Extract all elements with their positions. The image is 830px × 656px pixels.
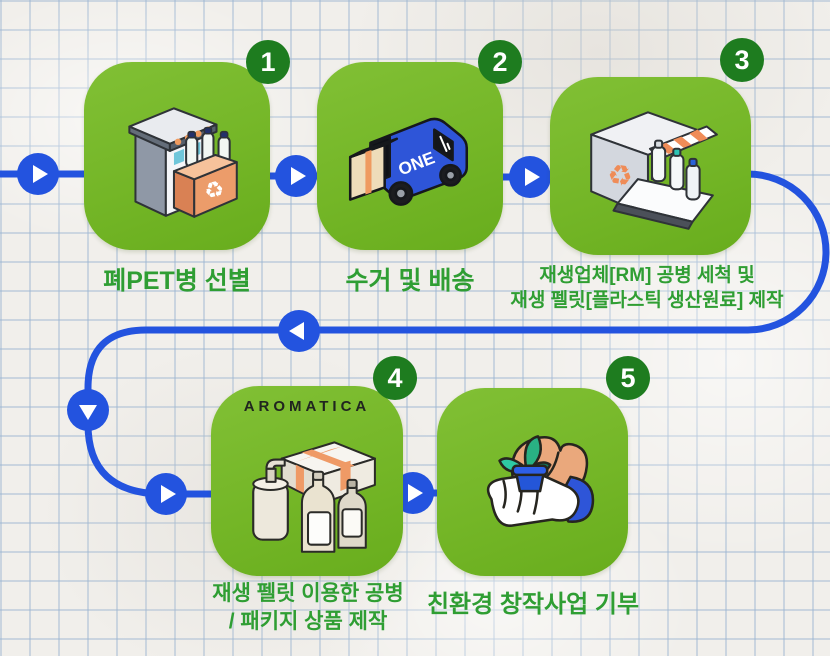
flow-line-step3-step4-curve bbox=[84, 170, 830, 498]
step-number: 3 bbox=[734, 44, 750, 75]
brand-name: AROMATICA bbox=[243, 398, 371, 415]
flow-arrow-right-icon bbox=[275, 155, 317, 197]
hands-holding-plant-icon bbox=[486, 435, 594, 527]
flow-arrow-down-icon bbox=[67, 389, 109, 431]
step-label-line: 수거 및 배송 bbox=[345, 267, 475, 295]
step-number-badge: 1 bbox=[246, 40, 290, 84]
bottle-washing-machine-icon: ♻ bbox=[589, 111, 718, 230]
flow-arrow-right-icon bbox=[145, 473, 187, 515]
step-label-line: / 패키지 상품 제작 bbox=[228, 610, 388, 633]
step-label-2: 수거 및 배송 bbox=[300, 261, 520, 297]
step-number: 4 bbox=[387, 362, 403, 393]
step-number: 1 bbox=[260, 46, 276, 77]
step-label-4: 재생 펠릿 이용한 공병 / 패키지 상품 제작 bbox=[188, 580, 428, 636]
step-label-5: 친환경 창작사업 기부 bbox=[408, 584, 658, 619]
delivery-van-icon: ONE bbox=[348, 117, 469, 206]
step-label-line: 재생업체[RM] 공병 세척 및 bbox=[539, 265, 755, 286]
step-number-badge: 2 bbox=[478, 40, 522, 84]
step-number-badge: 4 bbox=[373, 356, 417, 400]
flow-arrow-right-icon bbox=[509, 156, 551, 198]
building-with-recycle-bin-icon: ♻ bbox=[128, 107, 238, 218]
step-number: 2 bbox=[492, 46, 508, 77]
step-number-badge: 5 bbox=[606, 356, 650, 400]
step-label-line: 재생 펠릿[플라스틱 생산원료] 제작 bbox=[510, 290, 784, 311]
cosmetic-bottles-package-icon bbox=[252, 441, 376, 554]
step-card-4: AROMATICA bbox=[211, 356, 417, 576]
step-card-5: 5 bbox=[437, 356, 650, 576]
flow-arrow-left-icon bbox=[278, 310, 320, 352]
step-label-line: 재생 펠릿 이용한 공병 bbox=[212, 582, 404, 605]
step-number: 5 bbox=[620, 362, 636, 393]
step-number-badge: 3 bbox=[720, 38, 764, 82]
step-label-1: 폐PET병 선별 bbox=[57, 261, 297, 297]
flow-arrow-right-icon bbox=[17, 153, 59, 195]
step-label-3: 재생업체[RM] 공병 세척 및 재생 펠릿[플라스틱 생산원료] 제작 bbox=[488, 263, 806, 313]
step-label-line: 친환경 창작사업 기부 bbox=[426, 591, 640, 618]
step-card-3: ♻ 3 bbox=[550, 38, 764, 255]
step-label-line: 폐PET병 선별 bbox=[103, 267, 251, 295]
step-card-1: ♻ 1 bbox=[84, 40, 290, 250]
step-card-2: ONE 2 bbox=[317, 40, 522, 250]
